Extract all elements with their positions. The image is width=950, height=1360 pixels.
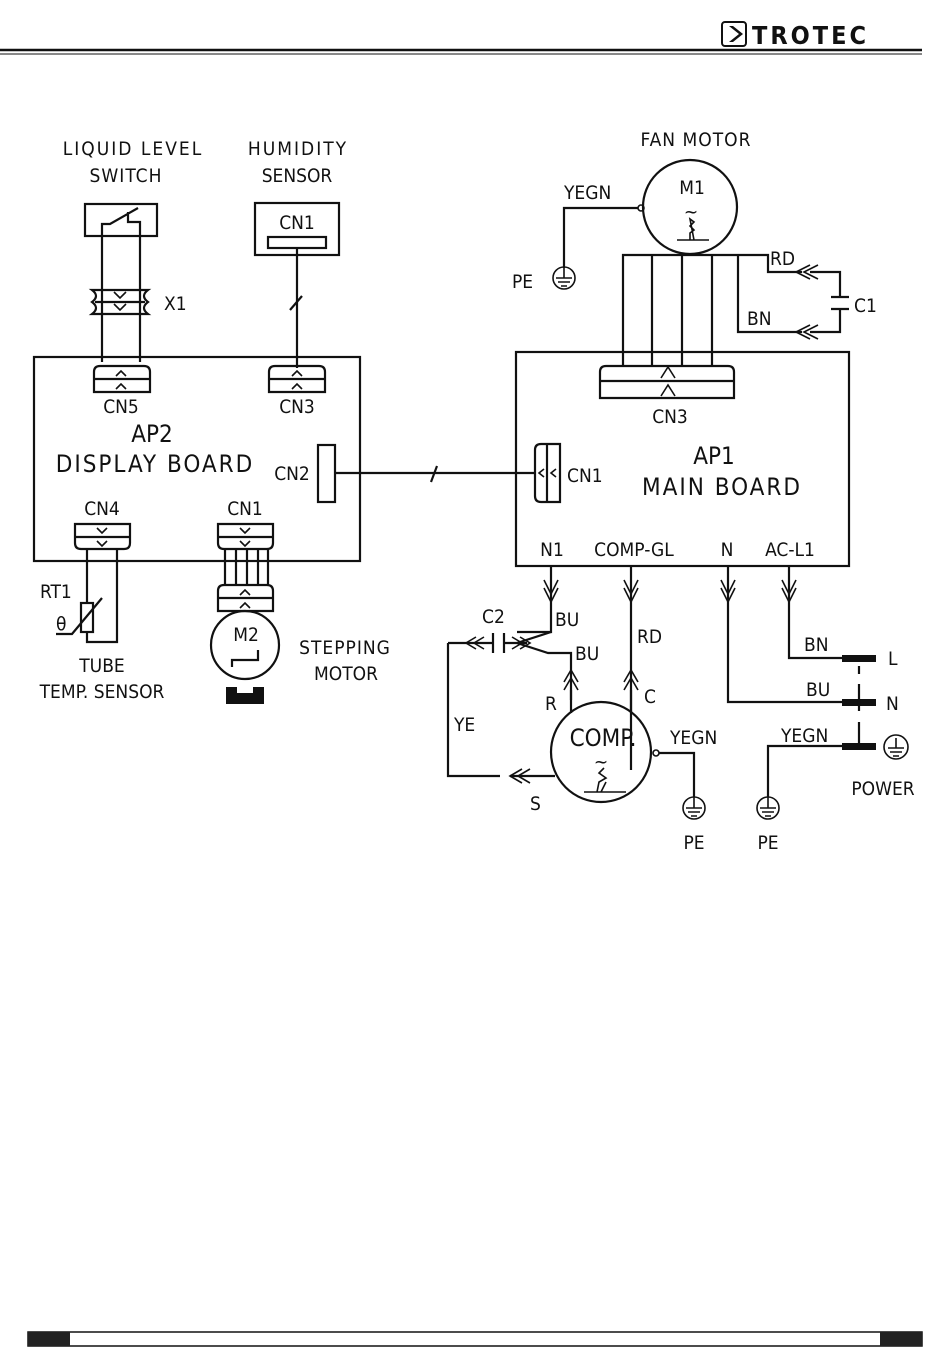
- humidity-connector-bar: [268, 237, 326, 248]
- tube-label-1: TUBE: [78, 655, 124, 677]
- comp-bu1-label: BU: [555, 609, 579, 631]
- fan-motor: FAN MOTOR M1 ~ YEGN PE C1 RD BN: [512, 129, 877, 367]
- humidity-label-1: HUMIDITY: [248, 138, 348, 160]
- cn2-label: CN2: [274, 463, 310, 485]
- header: TROTEC: [0, 21, 922, 54]
- switch-contact: [102, 208, 140, 362]
- motor-base: [226, 687, 264, 704]
- liquid-level-switch: LIQUID LEVEL SWITCH X1: [63, 138, 203, 362]
- cn3-label: CN3: [279, 396, 315, 418]
- ground-icon: [553, 267, 575, 289]
- stepping-label-2: MOTOR: [314, 663, 378, 685]
- comp-pe-label: PE: [683, 832, 704, 854]
- terminal-n-label: N: [886, 693, 899, 715]
- stepping-motor-connector: [218, 585, 273, 611]
- cn4-connector: [75, 524, 130, 549]
- cn5-connector: [94, 366, 150, 392]
- cn3-connector: [269, 366, 325, 392]
- terminal-ac-l1: AC-L1: [765, 539, 815, 561]
- display-board-name: DISPLAY BOARD: [56, 450, 255, 478]
- fan-bn-label: BN: [747, 308, 772, 330]
- humidity-cn1-label: CN1: [279, 212, 315, 234]
- ground-icon: [757, 797, 779, 819]
- terminal-l-label: L: [888, 648, 898, 670]
- humidity-sensor: HUMIDITY SENSOR CN1: [248, 138, 348, 368]
- c1-capacitor: [831, 297, 849, 309]
- rt1-label: RT1: [40, 581, 72, 603]
- fan-yegn-label: YEGN: [563, 182, 611, 204]
- tube-temp-sensor: RT1 θ TUBE TEMP. SENSOR: [39, 549, 165, 703]
- display-cn1-connector: [218, 524, 273, 549]
- board-link: [335, 466, 534, 482]
- main-board: CN3 CN1 AP1 MAIN BOARD N1 COMP-GL N AC-L…: [516, 352, 849, 566]
- terminal-n1: N1: [540, 539, 564, 561]
- main-cn3-label: CN3: [652, 406, 688, 428]
- humidity-label-2: SENSOR: [262, 165, 333, 187]
- c1-label: C1: [854, 295, 877, 317]
- terminal-n: N: [721, 539, 734, 561]
- pin-r-label: R: [545, 693, 557, 715]
- main-cn1-label: CN1: [567, 465, 603, 487]
- main-board-outline: [516, 352, 849, 566]
- thermal-protector-symbol: [677, 219, 709, 240]
- comp-rd-label: RD: [637, 626, 662, 648]
- power-pe-label: PE: [757, 832, 778, 854]
- liquid-level-label-1: LIQUID LEVEL: [63, 138, 203, 160]
- comp-label: COMP.: [570, 724, 637, 752]
- display-board: CN5 CN3 AP2 DISPLAY BOARD CN2 CN4 CN1: [34, 357, 360, 561]
- brand-name: TROTEC: [752, 21, 869, 50]
- fan-pe-label: PE: [512, 271, 533, 293]
- power-bn-label: BN: [804, 634, 829, 656]
- main-cn1-connector: [535, 444, 560, 502]
- step-symbol: [232, 650, 258, 667]
- display-board-id: AP2: [131, 420, 173, 448]
- ground-icon: [683, 797, 705, 819]
- power-label: POWER: [851, 778, 914, 800]
- cn2-connector: [318, 445, 335, 502]
- pin-s-label: S: [530, 793, 541, 815]
- ground-icon: [884, 735, 908, 759]
- power-bu-label: BU: [806, 679, 830, 701]
- cn1-label: CN1: [227, 498, 263, 520]
- pin-c-label: C: [644, 686, 656, 708]
- m1-label: M1: [679, 177, 705, 199]
- stepping-label-1: STEPPING: [299, 637, 391, 659]
- fan-motor-label: FAN MOTOR: [641, 129, 752, 151]
- cn5-label: CN5: [103, 396, 139, 418]
- power-supply: BN BU YEGN L N POWER PE: [757, 634, 915, 854]
- switch-body: [85, 204, 157, 236]
- fan-rd-label: RD: [770, 248, 795, 270]
- main-board-name: MAIN BOARD: [642, 473, 802, 501]
- main-board-id: AP1: [693, 442, 735, 470]
- main-cn3-connector: [600, 366, 734, 398]
- c2-label: C2: [482, 606, 505, 628]
- x1-label: X1: [164, 293, 187, 315]
- power-yegn-label: YEGN: [780, 725, 828, 747]
- footer-bar: [28, 1332, 922, 1346]
- compressor: C2 BU BU RD YE COMP. ~ R C S YEGN PE: [448, 606, 717, 854]
- theta-symbol: θ: [56, 613, 66, 635]
- terminal-l-block: [842, 655, 876, 662]
- m2-label: M2: [233, 624, 259, 646]
- stepping-motor: M2 STEPPING MOTOR: [211, 549, 391, 704]
- terminal-comp-gl: COMP-GL: [594, 539, 674, 561]
- terminal-pe-block: [842, 743, 876, 750]
- c2-capacitor: [493, 633, 504, 653]
- comp-ac-symbol: ~: [594, 751, 608, 773]
- liquid-level-label-2: SWITCH: [90, 165, 163, 187]
- comp-yegn-label: YEGN: [669, 727, 717, 749]
- tube-label-2: TEMP. SENSOR: [39, 681, 165, 703]
- trotec-logo: TROTEC: [722, 21, 869, 50]
- comp-ye-label: YE: [453, 714, 475, 736]
- comp-bu2-label: BU: [575, 643, 599, 665]
- chevron-right-icon: [729, 26, 743, 42]
- cn4-label: CN4: [84, 498, 120, 520]
